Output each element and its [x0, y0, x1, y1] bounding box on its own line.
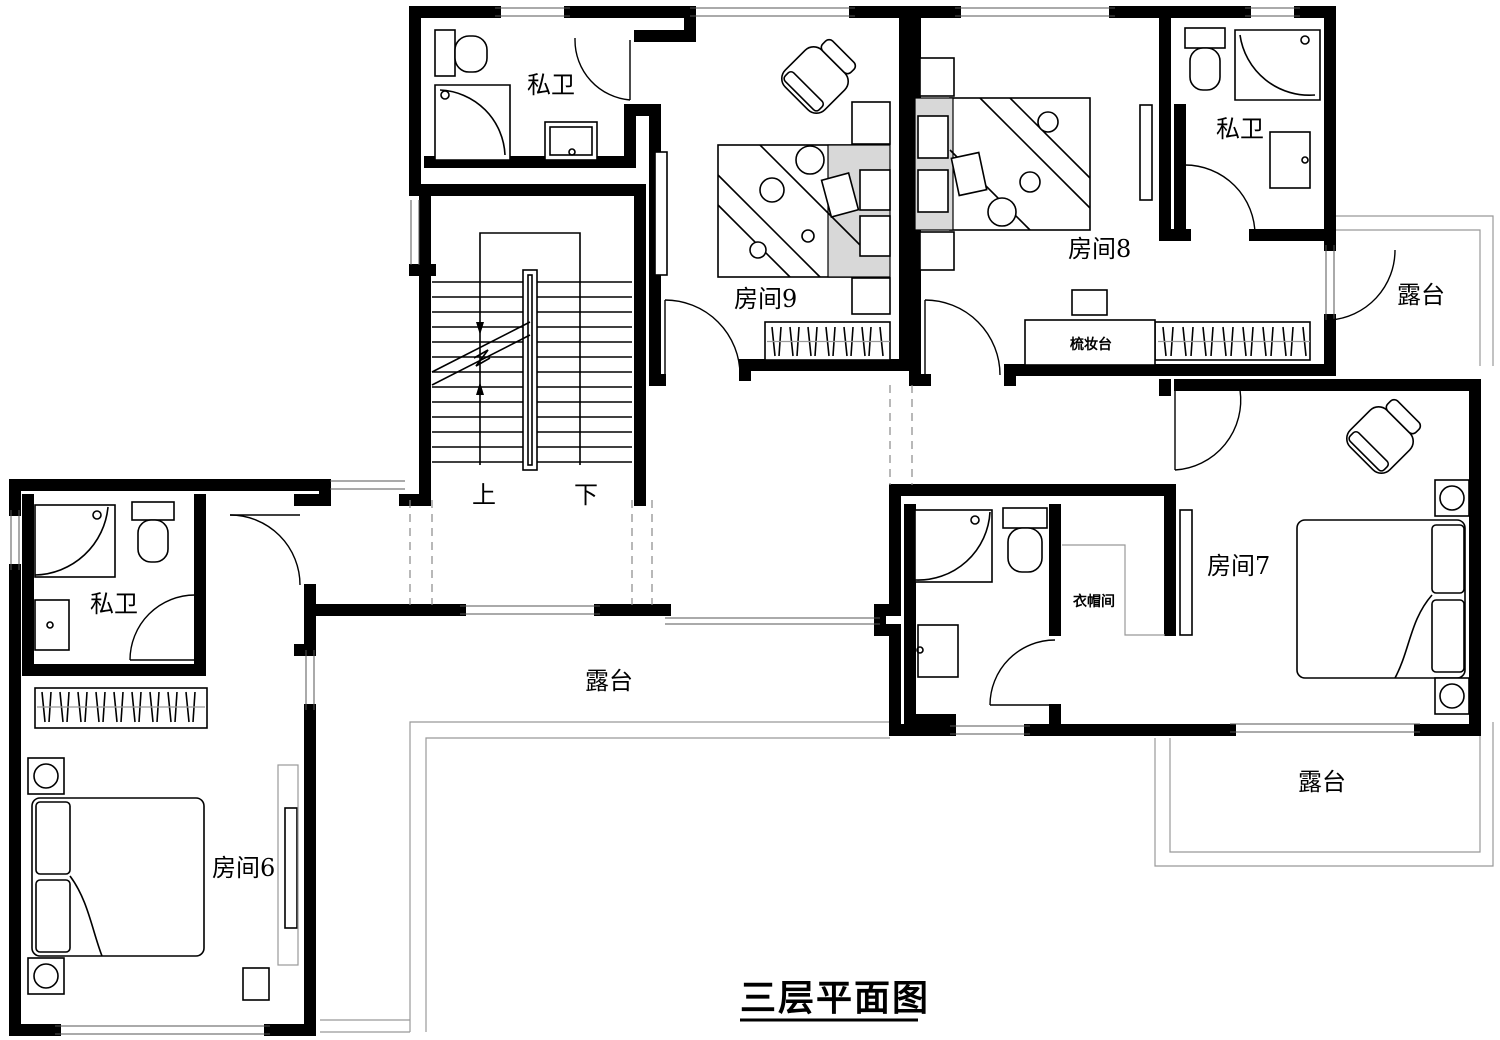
room-labels: 私卫 私卫 私卫 房间9 房间8 房间7 房间6 衣帽间 梳妆台 露台 露台 露…	[90, 71, 1445, 882]
label-cloakroom: 衣帽间	[1073, 593, 1115, 610]
plan-title: 三层平面图	[740, 978, 930, 1019]
walls	[9, 6, 1481, 1036]
label-room-9: 房间9	[734, 285, 797, 313]
windows	[10, 7, 1420, 1035]
label-stair-up: 上	[472, 481, 496, 509]
label-stair-down: 下	[574, 481, 598, 509]
label-bath-top-left: 私卫	[527, 71, 575, 99]
label-dresser: 梳妆台	[1070, 336, 1112, 353]
doors	[129, 38, 1396, 706]
open-boundaries	[409, 385, 913, 605]
label-bath-top-right: 私卫	[1216, 115, 1264, 143]
label-terrace-right-lower: 露台	[1298, 768, 1346, 796]
label-room-7: 房间7	[1207, 552, 1270, 580]
label-terrace-right-upper: 露台	[1397, 281, 1445, 309]
label-room-6: 房间6	[212, 854, 275, 882]
label-terrace-center: 露台	[585, 667, 633, 695]
staircase	[431, 232, 632, 471]
drawing-title: 三层平面图	[740, 978, 930, 1022]
beds	[27, 57, 1470, 1001]
terrace-railings	[320, 215, 1494, 1033]
chairs	[780, 38, 1422, 475]
label-bath-left: 私卫	[90, 590, 138, 618]
bath-fixtures	[34, 27, 1321, 678]
wardrobes	[34, 104, 1311, 966]
label-room-8: 房间8	[1068, 235, 1131, 263]
